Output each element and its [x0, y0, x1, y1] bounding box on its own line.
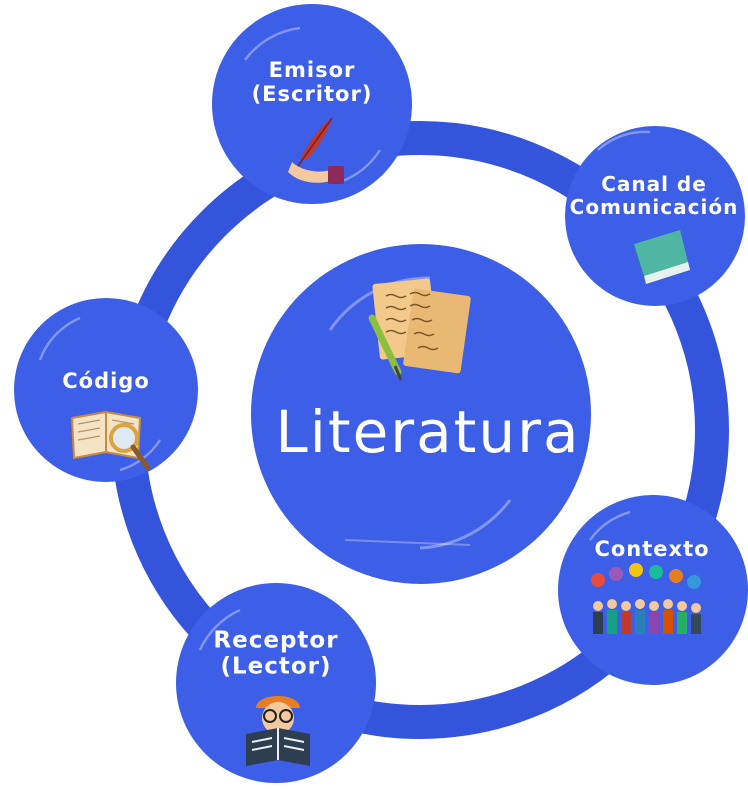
- node-contexto-label: Contexto: [594, 537, 709, 561]
- node-receptor-line-1: Receptor: [213, 627, 339, 654]
- node-receptor-label: Receptor (Lector): [213, 628, 338, 681]
- node-receptor: [176, 583, 376, 783]
- quill-hand-icon: [288, 117, 344, 184]
- book-icon: [634, 230, 690, 284]
- node-contexto: [558, 495, 748, 685]
- node-emisor-line-1: Emisor: [268, 57, 356, 82]
- node-canal-line-2: Comunicación: [569, 195, 739, 219]
- node-codigo: [14, 298, 198, 482]
- reader-icon: [246, 696, 310, 766]
- node-receptor-line-2: (Lector): [220, 654, 332, 680]
- node-canal: [565, 126, 745, 306]
- node-emisor-label: Emisor (Escritor): [252, 58, 373, 106]
- node-codigo-label: Código: [62, 369, 150, 393]
- node-canal-label: Canal de Comunicación: [570, 173, 739, 219]
- node-emisor: [212, 4, 412, 204]
- center-node: [251, 244, 591, 584]
- book-magnifier-icon: [70, 410, 151, 471]
- node-emisor-line-2: (Escritor): [251, 82, 373, 106]
- node-contexto-line-1: Contexto: [594, 536, 710, 561]
- node-canal-line-1: Canal de: [601, 172, 707, 196]
- people-crowd-icon: [591, 563, 701, 634]
- node-codigo-line-1: Código: [62, 368, 150, 393]
- center-title: Literatura: [275, 398, 581, 466]
- papers-and-quill-icon: [368, 278, 471, 381]
